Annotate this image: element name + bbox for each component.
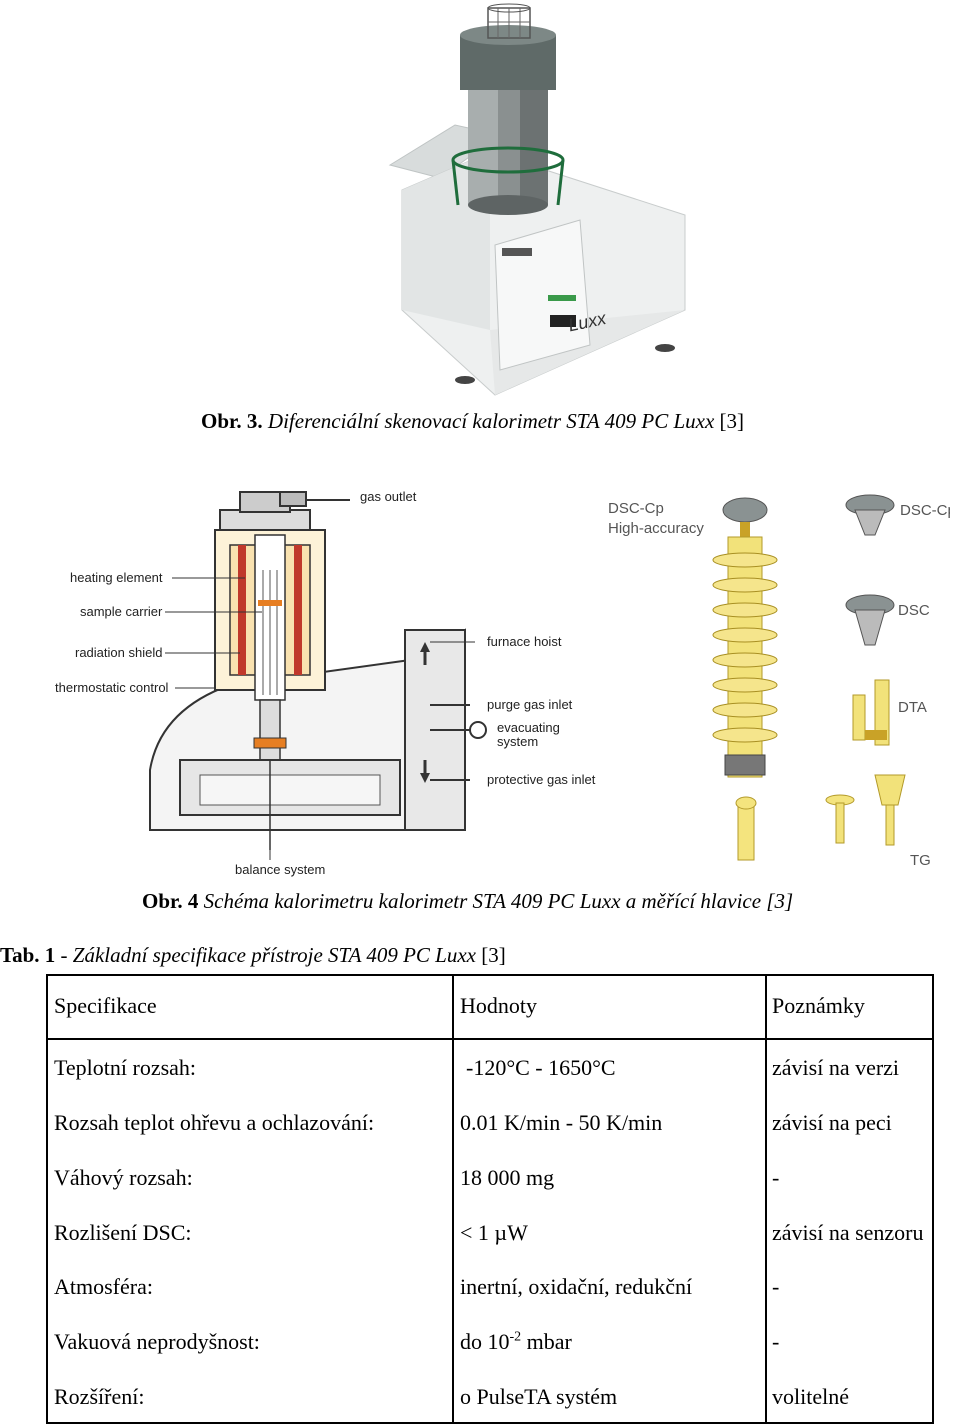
table-row: Teplotní rozsah: -120°C - 1650°C závisí … — [54, 1054, 900, 1080]
header-specifikace: Specifikace — [46, 974, 452, 1040]
table-row: Atmosféra: inertní, oxidační, redukční - — [54, 1274, 780, 1300]
measuring-heads: DSC-Cp High-accuracy DSC-Cp DSC DTA TG — [608, 494, 950, 869]
label-dsc: DSC — [898, 602, 930, 619]
label-thermostatic-control: thermostatic control — [55, 680, 169, 695]
figure4-caption: Obr. 4 Schéma kalorimetru kalorimetr STA… — [142, 889, 794, 913]
table-row: Vakuová neprodyšnost: do 10-2 mbar - — [54, 1328, 780, 1354]
label-gas-outlet: gas outlet — [360, 489, 417, 504]
table-row: Rozsah teplot ohřevu a ochlazování: 0.01… — [54, 1110, 892, 1136]
label-dta: DTA — [898, 699, 927, 716]
table-row: Rozšíření: o PulseTA systém volitelné — [54, 1383, 849, 1409]
table-row: Váhový rozsah: 18 000 mg - — [54, 1164, 780, 1190]
label-protective-gas-inlet: protective gas inlet — [487, 772, 596, 787]
table-caption: Tab. 1 - Základní specifikace přístroje … — [0, 943, 506, 967]
header-hodnoty: Hodnoty — [452, 974, 764, 1040]
label-dsc-cp: DSC-Cp — [900, 502, 950, 519]
table-header-row: Specifikace Hodnoty Poznámky — [46, 974, 934, 1040]
spec-table: Specifikace Hodnoty Poznámky Teplotní ro… — [46, 974, 934, 1424]
table-row: Rozlišení DSC: < 1 µW závisí na senzoru — [54, 1219, 924, 1245]
header-poznamky: Poznámky — [764, 974, 934, 1040]
label-balance-system: balance system — [235, 862, 325, 877]
label-evacuating: evacuating — [497, 720, 560, 735]
label-furnace-hoist: furnace hoist — [487, 634, 562, 649]
label-purge-gas-inlet: purge gas inlet — [487, 697, 573, 712]
calorimeter-schematic: gas outlet heating element sample carrie… — [55, 489, 596, 877]
label-sample-carrier: sample carrier — [80, 604, 163, 619]
instrument-photo: Luxx — [388, 3, 686, 396]
label-tg: TG — [910, 852, 931, 869]
brand-plate — [502, 248, 532, 256]
figure3-caption: Obr. 3. Diferenciální skenovací kalorime… — [201, 409, 745, 433]
label-radiation-shield: radiation shield — [75, 645, 162, 660]
label-evacuating-system: system — [497, 734, 538, 749]
label-heating-element: heating element — [70, 570, 163, 585]
label-high-accuracy: High-accuracy — [608, 520, 704, 537]
label-dsc-cp-ha: DSC-Cp — [608, 500, 664, 517]
